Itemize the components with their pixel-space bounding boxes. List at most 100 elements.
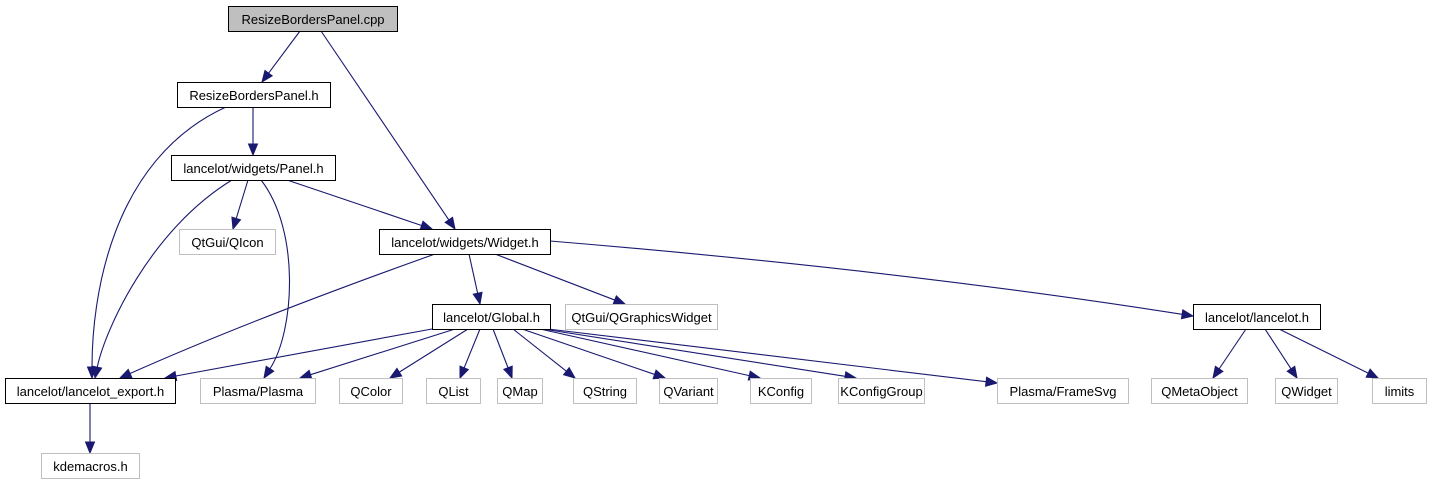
node-lancelot-widgets-panel-h[interactable]: lancelot/widgets/Panel.h — [171, 155, 336, 181]
edge-n5-n13 — [512, 328, 577, 379]
node-label: KConfigGroup — [840, 384, 922, 399]
node-label: lancelot/Global.h — [443, 310, 540, 325]
node-box — [573, 378, 637, 404]
node-label: limits — [1385, 384, 1415, 399]
edge-line — [539, 328, 750, 377]
edge-arrowhead — [652, 369, 667, 380]
edge-line — [260, 179, 291, 370]
edge-line — [91, 106, 227, 368]
edge-line — [310, 328, 456, 376]
edge-arrowhead — [472, 291, 483, 306]
edge-n7-n19 — [1264, 328, 1298, 380]
edge-n5-n11 — [459, 328, 481, 380]
edge-n2-n3 — [231, 179, 249, 231]
edge-line — [1218, 328, 1247, 370]
edge-line — [512, 328, 567, 372]
node-box — [5, 378, 176, 404]
node-box — [228, 6, 398, 32]
node-label: kdemacros.h — [53, 459, 127, 474]
edge-line — [129, 253, 436, 375]
edges-layer — [84, 30, 1380, 455]
node-box — [432, 304, 551, 330]
node-box — [659, 378, 718, 404]
node-limits: limits — [1372, 378, 1427, 404]
node-label: lancelot/lancelot_export.h — [17, 384, 164, 399]
edge-line — [235, 179, 249, 219]
edge-n5-n10 — [388, 328, 469, 379]
node-box — [179, 229, 276, 255]
edge-arrowhead — [562, 366, 577, 379]
node-qmetaobject: QMetaObject — [1151, 378, 1248, 404]
node-label: QtGui/QIcon — [191, 235, 263, 250]
node-qmap: QMap — [497, 378, 543, 404]
node-resizeborderspanel-h[interactable]: ResizeBordersPanel.h — [177, 82, 331, 108]
edge-line — [492, 328, 509, 368]
edge-line — [494, 253, 615, 301]
edge-arrowhead — [1365, 368, 1380, 379]
edge-arrowhead — [261, 69, 274, 84]
edge-arrowhead — [118, 368, 133, 379]
node-box — [565, 304, 718, 330]
node-label: QWidget — [1281, 384, 1332, 399]
edge-arrowhead — [984, 376, 999, 387]
edge-n2-n9 — [260, 179, 291, 380]
edge-arrowhead — [502, 365, 513, 380]
edge-line — [96, 179, 233, 368]
node-label: QList — [438, 384, 469, 399]
node-label: QMap — [502, 384, 537, 399]
node-label: QString — [583, 384, 627, 399]
node-lancelot-global-h[interactable]: lancelot/Global.h — [432, 304, 551, 330]
node-box — [750, 378, 812, 404]
node-qstring: QString — [573, 378, 637, 404]
edge-arrowhead — [263, 365, 275, 380]
node-lancelot-lancelot-export-h[interactable]: lancelot/lancelot_export.h — [5, 378, 176, 404]
node-lancelot-widgets-widget-h[interactable]: lancelot/widgets/Widget.h — [379, 229, 551, 255]
node-box — [41, 453, 140, 479]
node-box — [997, 378, 1129, 404]
edge-line — [175, 328, 433, 377]
node-qlist: QList — [426, 378, 481, 404]
edge-n2-n8 — [92, 179, 233, 380]
node-qcolor: QColor — [339, 378, 403, 404]
edge-line — [549, 240, 1183, 315]
edge-line — [468, 253, 479, 294]
node-resizeborderspanel-cpp[interactable]: ResizeBordersPanel.cpp — [228, 6, 398, 32]
node-label: ResizeBordersPanel.h — [189, 88, 318, 103]
node-label: ResizeBordersPanel.cpp — [241, 12, 384, 27]
edge-arrowhead — [459, 365, 470, 380]
edge-line — [1278, 328, 1369, 374]
node-kdemacros-h: kdemacros.h — [41, 453, 140, 479]
edge-arrowhead — [92, 365, 103, 380]
node-label: QColor — [350, 384, 392, 399]
edge-line — [399, 328, 469, 373]
node-box — [497, 378, 543, 404]
edge-n8-n21 — [84, 403, 96, 455]
node-label: QtGui/QGraphicsWidget — [571, 310, 712, 325]
edge-n5-n8 — [163, 328, 433, 382]
edge-line — [547, 328, 987, 383]
node-box — [339, 378, 403, 404]
node-box — [1372, 378, 1427, 404]
edge-n5-n17 — [547, 328, 999, 387]
node-label: QVariant — [663, 384, 714, 399]
edge-n1-n2 — [247, 107, 259, 157]
edge-arrowhead — [1212, 365, 1224, 380]
node-plasma-plasma: Plasma/Plasma — [200, 378, 316, 404]
node-label: KConfig — [758, 384, 804, 399]
edge-arrowhead — [388, 367, 403, 379]
node-box — [200, 378, 316, 404]
node-plasma-framesvg: Plasma/FrameSvg — [997, 378, 1129, 404]
edge-arrowhead — [247, 143, 259, 157]
edge-arrowhead — [419, 220, 434, 231]
node-label: lancelot/widgets/Panel.h — [183, 161, 323, 176]
edge-n4-n6 — [494, 253, 627, 305]
node-label: lancelot/lancelot.h — [1205, 310, 1309, 325]
edge-line — [1264, 328, 1292, 370]
node-box — [1151, 378, 1248, 404]
node-lancelot-lancelot-h[interactable]: lancelot/lancelot.h — [1193, 304, 1321, 330]
edge-arrowhead — [231, 216, 242, 231]
edge-line — [463, 328, 481, 369]
edge-n5-n16 — [542, 328, 858, 382]
node-box — [171, 155, 336, 181]
